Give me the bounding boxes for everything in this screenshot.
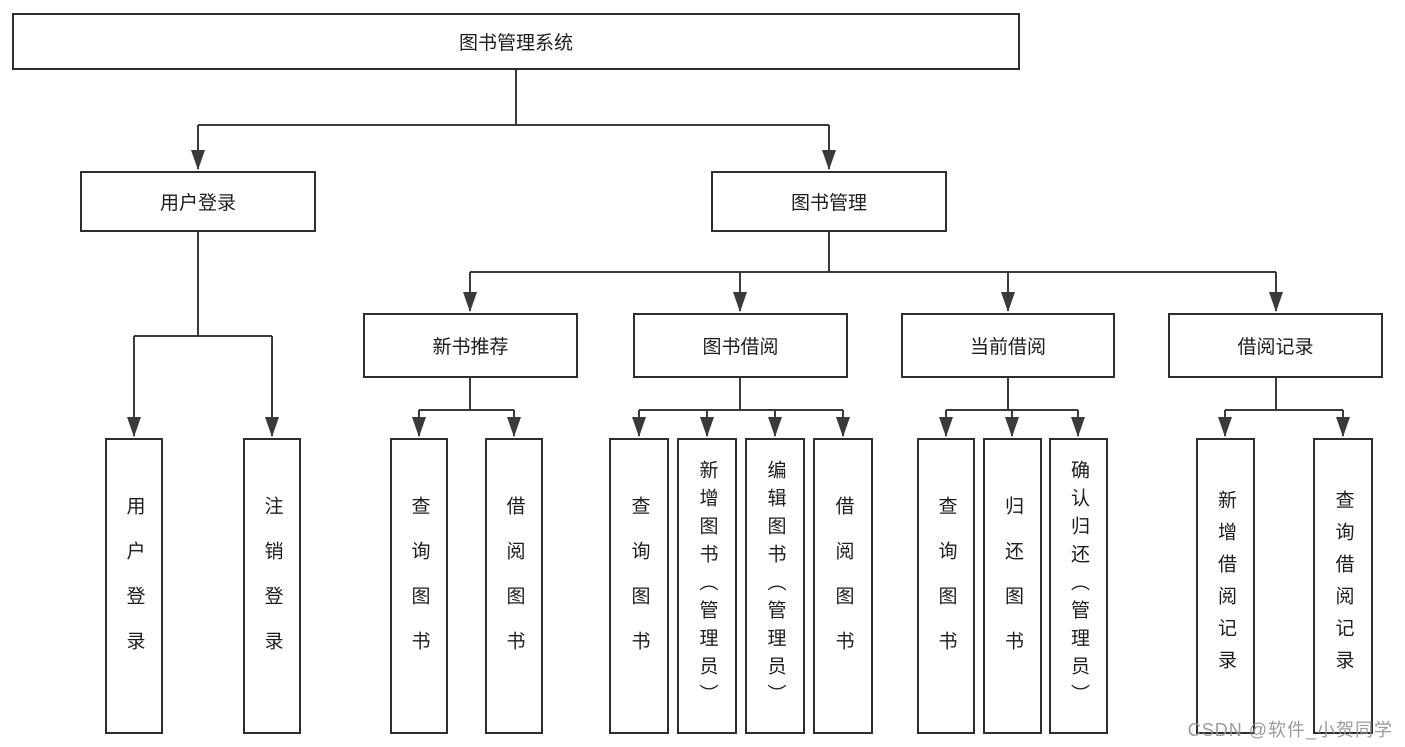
leaf-records-add-record: 新增借阅记录	[1196, 438, 1255, 734]
node-user-login: 用户登录	[80, 171, 316, 232]
node-borrowing-records: 借阅记录	[1168, 313, 1383, 378]
leaf-records-query-record: 查询借阅记录	[1313, 438, 1373, 734]
leaf-borrow-add-books: 新增图书（管理员）	[677, 438, 737, 734]
leaf-current-return-books: 归还图书	[983, 438, 1042, 734]
leaf-current-confirm-return: 确认归还（管理员）	[1049, 438, 1108, 734]
node-new-book-recommend: 新书推荐	[363, 313, 578, 378]
node-book-borrowing: 图书借阅	[633, 313, 848, 378]
leaf-borrow-borrow-books: 借阅图书	[813, 438, 873, 734]
csdn-watermark: CSDN @软件_小贺同学	[1187, 720, 1393, 740]
leaf-rec-query-books: 查询图书	[390, 438, 448, 734]
leaf-borrow-query-books: 查询图书	[609, 438, 669, 734]
leaf-current-query-books: 查询图书	[917, 438, 975, 734]
node-current-borrowing: 当前借阅	[901, 313, 1115, 378]
leaf-rec-borrow-books: 借阅图书	[485, 438, 543, 734]
node-book-management: 图书管理	[711, 171, 947, 232]
leaf-borrow-edit-books: 编辑图书（管理员）	[745, 438, 805, 734]
node-library-system: 图书管理系统	[12, 13, 1020, 70]
leaf-logout: 注销登录	[243, 438, 301, 734]
leaf-user-login: 用户登录	[105, 438, 163, 734]
